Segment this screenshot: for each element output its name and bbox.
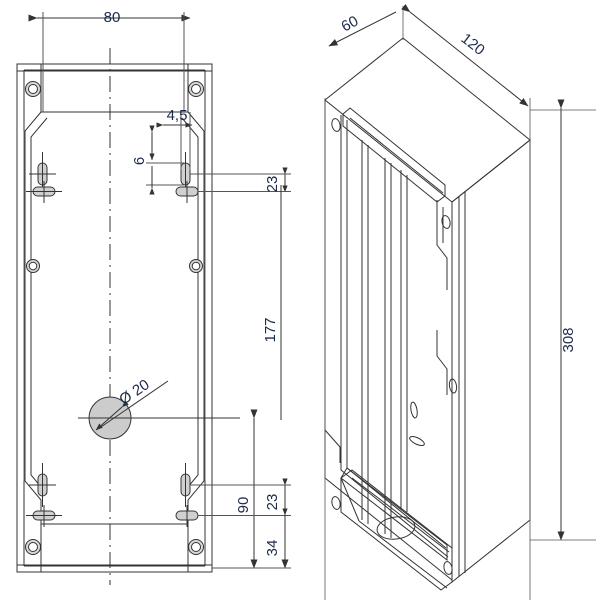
iso-hole-bottom-left — [331, 496, 341, 510]
iso-view-dimensions — [324, 3, 596, 600]
dim-label-34: 34 — [264, 540, 281, 557]
iso-holes — [324, 118, 458, 575]
corner-hole-mid-left — [26, 259, 40, 273]
iso-hole-bottom-right — [443, 561, 453, 575]
corner-hole-bottom-left — [25, 539, 41, 555]
dim-label-6: 6 — [131, 157, 148, 165]
iso-hole-top-left — [331, 118, 341, 132]
dim-label-308: 308 — [560, 327, 577, 352]
dim-label-90: 90 — [235, 497, 252, 514]
hole-diameter-20 — [78, 396, 240, 440]
corner-hole-mid-right — [189, 259, 203, 273]
dim-label-23-top: 23 — [264, 176, 281, 193]
dim-label-80: 80 — [104, 9, 121, 26]
front-view-dimensions — [28, 12, 291, 569]
plate-outline — [16, 63, 213, 573]
dim-line-120 — [401, 3, 529, 107]
mounting-slots — [26, 152, 199, 527]
dim-label-45: 4,5 — [167, 107, 188, 124]
front-view-geometry — [16, 63, 213, 573]
corner-hole-bottom-right — [188, 539, 204, 555]
iso-hole-top-right — [441, 215, 451, 229]
corner-hole-top-right — [188, 81, 204, 97]
iso-slot-horizontal — [409, 435, 425, 447]
bracket-left-profile — [24, 111, 42, 524]
iso-top-bracket-lip — [342, 107, 446, 203]
bracket-right-profile — [187, 111, 205, 524]
dim-label-23-bot: 23 — [264, 494, 281, 511]
corner-holes — [25, 81, 204, 555]
iso-bottom-inner — [340, 467, 448, 562]
iso-bottom-hole — [376, 516, 416, 540]
dim-line-60 — [328, 11, 397, 47]
dim-label-120: 120 — [458, 30, 488, 59]
iso-right-face — [451, 138, 531, 584]
iso-slot-vertical — [410, 401, 418, 419]
dim-label-177: 177 — [262, 317, 279, 342]
dim-label-60: 60 — [339, 13, 362, 36]
iso-bottom-lip — [340, 469, 453, 591]
corner-hole-top-left — [25, 81, 41, 97]
iso-top-face — [324, 37, 531, 203]
iso-view-geometry — [324, 37, 531, 591]
iso-hole-mid-right — [448, 378, 458, 394]
